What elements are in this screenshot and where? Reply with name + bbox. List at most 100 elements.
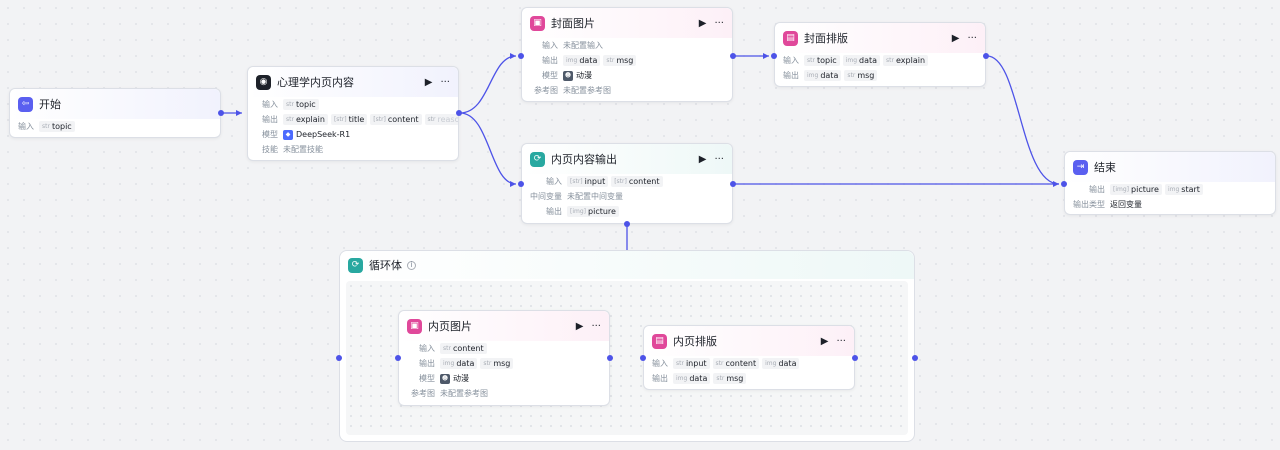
input-label: 输入 [18, 122, 34, 131]
port-innerout-out[interactable] [730, 181, 736, 187]
node-end-title: 结束 [1094, 161, 1116, 174]
param-tag: [str]content [611, 176, 663, 187]
port-coverimg-in[interactable] [518, 53, 524, 59]
node-end-type-row: 输出类型 返回变量 [1073, 200, 1142, 209]
port-innerout-loop[interactable] [624, 221, 630, 227]
node-innerout-header: ⟳ 内页内容输出 ▶ ··· [522, 144, 732, 174]
run-button[interactable]: ▶ [424, 76, 433, 88]
port-innerimg-in[interactable] [395, 355, 401, 361]
run-button[interactable]: ▶ [698, 153, 707, 165]
image-icon: ▣ [530, 15, 545, 31]
port-coverimg-out[interactable] [730, 53, 736, 59]
param-tag: [str]title [330, 114, 368, 125]
port-start-out[interactable] [218, 110, 224, 116]
more-button[interactable]: ··· [967, 32, 977, 44]
node-innerimg-ref-row: 参考图 未配置参考图 [411, 389, 488, 398]
node-innerlayout-header: ▤ 内页排版 ▶ ··· [644, 326, 854, 356]
node-coverimg-header: ▣ 封面图片 ▶ ··· [522, 8, 732, 38]
param-tag: [str]input [567, 176, 609, 187]
info-icon[interactable]: i [407, 260, 416, 270]
node-innerout-input-row: 输入 [str]input [str]content [522, 174, 732, 189]
layout-icon: ▤ [652, 333, 667, 349]
node-innerimg-header: ▣ 内页图片 ▶ ··· [399, 311, 609, 341]
run-button[interactable]: ▶ [820, 335, 829, 347]
more-button[interactable]: ··· [714, 17, 724, 29]
node-innerimg-model-row: 模型 ☻动漫 [419, 373, 469, 384]
node-end-header: ⇥ 结束 [1065, 152, 1275, 182]
more-button[interactable]: ··· [714, 153, 724, 165]
node-coverimg-title: 封面图片 [551, 17, 595, 30]
node-innerout-mid-row: 中间变量 未配置中间变量 [530, 192, 623, 201]
node-inner-content-output[interactable]: ⟳ 内页内容输出 ▶ ··· 输入 [str]input [str]conten… [521, 143, 733, 224]
param-tag: [img]picture [1110, 184, 1162, 195]
anime-model-icon: ☻ [563, 70, 573, 81]
run-button[interactable]: ▶ [951, 32, 960, 44]
loop-icon: ⟳ [348, 257, 363, 273]
node-innerout-title: 内页内容输出 [551, 153, 617, 166]
port-coverlayout-out[interactable] [983, 53, 989, 59]
more-button[interactable]: ··· [591, 320, 601, 332]
node-psych-title: 心理学内页内容 [277, 76, 354, 89]
run-button[interactable]: ▶ [698, 17, 707, 29]
port-coverlayout-in[interactable] [771, 53, 777, 59]
node-coverlayout-title: 封面排版 [804, 32, 848, 45]
image-icon: ▣ [407, 318, 422, 334]
anime-model-icon: ☻ [440, 373, 450, 384]
more-button[interactable]: ··· [836, 335, 846, 347]
port-loop-out[interactable] [912, 355, 918, 361]
port-innerlayout-out[interactable] [852, 355, 858, 361]
port-innerlayout-in[interactable] [640, 355, 646, 361]
node-innerlayout-title: 内页排版 [673, 335, 717, 348]
port-innerout-in[interactable] [518, 181, 524, 187]
node-innerout-output-row: 输出 [img]picture [522, 204, 732, 219]
port-loop-in[interactable] [336, 355, 342, 361]
start-icon: ⇦ [18, 96, 33, 112]
run-button[interactable]: ▶ [575, 320, 584, 332]
node-start-header: ⇦ 开始 [10, 89, 220, 119]
loop-header: ⟳ 循环体 i [340, 251, 914, 279]
port-innerimg-out[interactable] [607, 355, 613, 361]
port-end-in[interactable] [1061, 181, 1067, 187]
node-coverimg-model-row: 模型 ☻动漫 [542, 70, 592, 81]
node-start-title: 开始 [39, 98, 61, 111]
node-coverimg-ref-row: 参考图 未配置参考图 [534, 86, 611, 95]
llm-icon: ◉ [256, 74, 271, 90]
node-coverlayout-header: ▤ 封面排版 ▶ ··· [775, 23, 985, 53]
param-tag: [str]content [370, 114, 422, 125]
port-psych-out[interactable] [456, 110, 462, 116]
more-button[interactable]: ··· [440, 76, 450, 88]
